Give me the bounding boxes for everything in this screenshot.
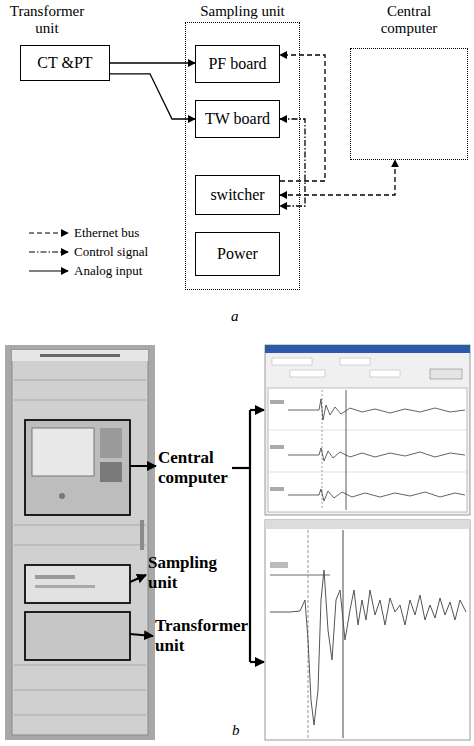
title-bar [265,520,470,529]
group-heading: Sampling unit [186,3,299,20]
channel-tag [270,562,288,568]
cabinet-plate [40,354,120,357]
legend-line [29,270,68,271]
unit-label: Transformer unit [3,3,91,38]
legend-sample [28,266,70,276]
legend-sample [28,247,70,257]
pointer-arrow [130,575,146,582]
rack-line [14,715,146,716]
transformer-panel [25,612,130,660]
screenshot-plot [265,520,470,740]
legend-row: Control signal [28,243,148,261]
node-text: switcher [210,186,264,204]
branch-line [232,467,250,469]
panel-detail [35,575,75,579]
channel-tag [270,400,284,404]
panel-letter: b [232,722,252,739]
title-bar [265,345,470,353]
pointer-arrow [130,634,153,636]
legend-line [29,251,68,252]
branch-arrow [250,409,264,411]
button [430,369,462,379]
connector [110,74,195,119]
input-field [340,358,370,365]
legend-text: Ethernet bus [74,225,139,241]
cabinet-door [12,350,148,735]
rack-line [14,400,146,401]
rack-line [14,380,146,381]
group-heading: Central computer [370,3,448,38]
rack-line [14,665,146,666]
board-box: TW board [195,100,280,138]
drive-panel [100,462,122,482]
channel-tag [270,487,284,491]
rack-line [14,545,146,546]
cursor-line [346,390,347,510]
window-frame [265,345,470,515]
panel-detail [35,585,95,588]
cursor-line [343,530,344,738]
node-text: PF board [208,55,266,73]
window-frame [265,520,470,740]
connector [280,55,325,181]
door-handle [140,520,144,550]
connector [110,62,195,63]
node-text: TW board [205,110,270,128]
connector [280,160,395,195]
highlight-box [25,565,130,603]
waveform-trace [288,448,465,461]
board-box: PF board [195,45,280,83]
cabinet-photo [5,345,155,740]
process-box: CT &PT [20,45,110,81]
channel-tag [270,445,284,449]
part-label: Transformer unit [155,616,255,655]
keyboard-panel [100,428,122,458]
waveform-trace [288,399,465,420]
monitor-panel [25,420,130,515]
legend-row: Ethernet bus [28,224,139,242]
legend-row: Analog input [28,262,142,280]
input-field [290,370,325,377]
rack-line [14,525,146,526]
cabinet-top [12,350,148,361]
highlight-box [25,612,130,660]
sampling-panel [25,565,130,603]
waveform-trace [270,570,466,725]
rack-line [14,690,146,691]
part-label: Sampling unit [148,553,248,592]
computer-box: Central computer [350,48,468,160]
branch-line [249,410,251,662]
waveform-trace [288,489,465,501]
grid-line [268,472,467,473]
input-field [370,370,400,377]
connector [280,119,305,206]
grid-line [268,430,467,431]
part-label: Central computer [158,448,250,487]
monitor-screen [32,428,94,476]
knob [59,493,65,499]
marker-line [270,575,330,576]
legend-text: Control signal [74,244,148,260]
screenshot-window [265,345,470,515]
power-box: Power [195,232,280,276]
highlight-box [25,420,130,515]
group-box: Sampling unitPF boardTW boardswitcherPow… [185,22,300,290]
switch-box: switcher [195,175,280,215]
pointer-arrow [130,465,156,467]
legend-sample [28,228,70,238]
cabinet-frame [5,345,155,740]
node-text: Power [217,245,258,263]
legend-line [29,232,68,233]
plot-area [268,388,467,512]
node-text: CT &PT [37,54,92,72]
branch-arrow [250,661,264,663]
input-field [272,358,312,365]
legend-text: Analog input [74,263,142,279]
panel-letter: a [231,308,251,325]
